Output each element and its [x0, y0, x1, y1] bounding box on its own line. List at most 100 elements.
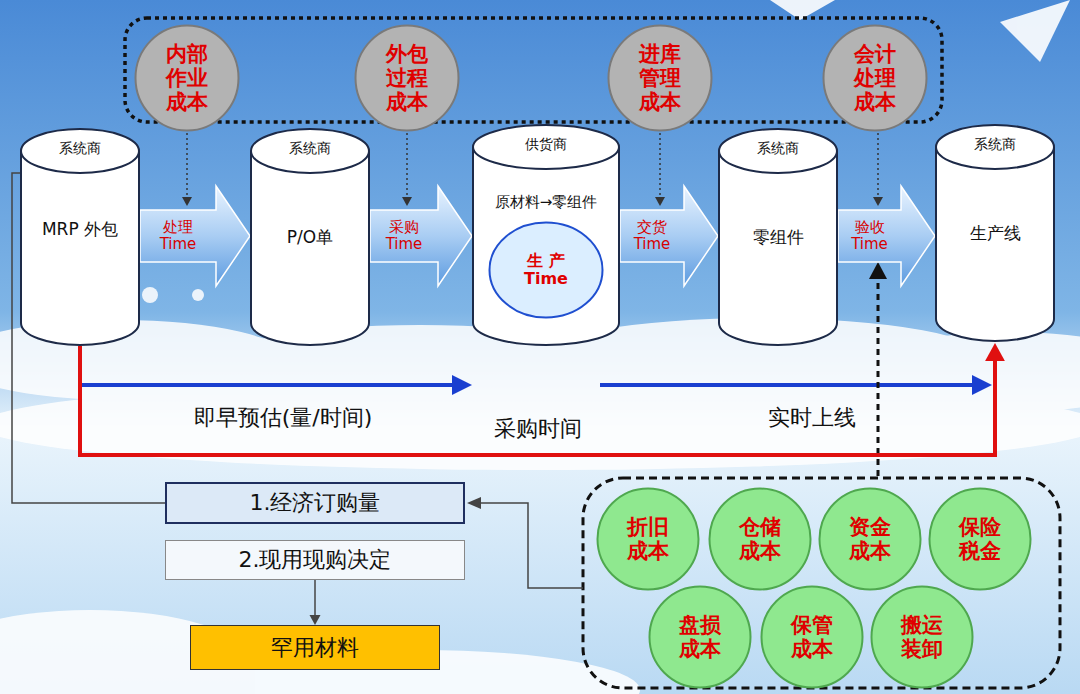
cylinder: 系统商零组件 [718, 128, 838, 346]
block-arrow [620, 186, 718, 286]
cylinder: 供货商原材料→零组件生 产 Time [472, 124, 620, 346]
node-text: 1.经济订购量 [250, 490, 381, 515]
owner-label: 系统商 [718, 140, 838, 156]
dashed-group [125, 18, 942, 122]
cost-circle: 折旧成本 [596, 487, 700, 591]
background-shape [869, 262, 887, 279]
cylinder: 系统商生产线 [935, 124, 1055, 342]
circle-shape [598, 489, 699, 590]
node-text: 生产线 [941, 224, 1049, 244]
circle-shape [820, 489, 921, 590]
node-text: 2.现用现购决定 [239, 547, 392, 572]
node-text: 仓储成本 [737, 515, 783, 563]
background-shape [182, 197, 192, 206]
node-text: 保管成本 [789, 613, 835, 661]
circle-shape [824, 26, 927, 131]
node-text: 罕用材料 [271, 635, 359, 660]
circle-shape [609, 26, 712, 131]
dashed-group [583, 478, 1060, 688]
background-shape [1000, 0, 1070, 62]
arrowhead [985, 343, 1005, 361]
cost-circle: 资金成本 [818, 487, 922, 591]
node-text: 内部作业成本 [164, 42, 210, 114]
cost-circle: 进库管理成本 [607, 24, 713, 132]
background-shape [480, 503, 583, 588]
cylinder: 系统商 P/O单 [250, 128, 370, 346]
background-shape [402, 197, 412, 206]
node-text: P/O单 [256, 228, 364, 248]
node-text: 保险税金 [957, 515, 1003, 563]
circle-shape [710, 489, 811, 590]
background-shape [600, 383, 975, 387]
cylinder-top [251, 129, 369, 173]
decision-box: 2.现用现购决定 [165, 540, 465, 580]
cylinder-body [251, 151, 369, 345]
background-shape [192, 289, 204, 301]
block-arrow [140, 186, 250, 286]
circle-shape [490, 223, 603, 318]
background-shape [877, 133, 879, 198]
cost-circle: 搬运装卸 [870, 585, 974, 689]
cost-circle: 保险税金 [928, 487, 1032, 591]
circle-shape [930, 489, 1031, 590]
background-shape [655, 197, 665, 206]
background-shape [142, 287, 158, 303]
cost-circle: 保管成本 [760, 585, 864, 689]
cylinder-body [473, 147, 619, 345]
owner-label: 系统商 [935, 136, 1055, 152]
edge-label: 处理 Time [155, 219, 201, 254]
cylinder-body [936, 147, 1054, 341]
cost-circle: 仓储成本 [708, 487, 812, 591]
connector [310, 580, 321, 625]
block-arrow [370, 186, 472, 286]
cost-circle: 会计处理成本 [822, 24, 928, 132]
background-shape [80, 383, 455, 387]
feed-line [467, 497, 583, 588]
connector-line [80, 346, 995, 455]
edge-label: 验收 Time [847, 219, 893, 254]
circle-shape [650, 587, 751, 688]
decision-box: 1.经济订购量 [165, 482, 465, 524]
edge-label: 采购时间 [494, 416, 582, 441]
result-box: 罕用材料 [190, 625, 440, 670]
block-arrow [838, 186, 935, 286]
connector [80, 343, 1005, 455]
cost-circle: 外包过程成本 [354, 24, 460, 132]
node-text: 盘损成本 [677, 613, 723, 661]
node-text: 折旧成本 [625, 515, 671, 563]
cost-circle: 盘损成本 [648, 585, 752, 689]
node-text: MRP 外包 [26, 220, 134, 240]
blue-arrow [80, 375, 992, 395]
cylinder-top [473, 125, 619, 169]
block-arrow-shape [838, 186, 935, 286]
process-circle: 生 产 Time [488, 221, 604, 319]
cloud-dots [142, 287, 774, 308]
node-text: 生 产 Time [521, 252, 571, 289]
node-text: 零组件 [724, 228, 832, 248]
owner-label: 系统商 [250, 140, 370, 156]
cylinder-top [21, 129, 139, 173]
node-text: 外包过程成本 [384, 42, 430, 114]
clouds [0, 318, 1080, 694]
background-shape [873, 197, 883, 206]
owner-label: 系统商 [20, 140, 140, 156]
owner-label: 供货商 [472, 136, 620, 152]
cost-circle: 内部作业成本 [134, 24, 240, 132]
flow-label: 即早预估(量/时间) [194, 405, 373, 430]
background-shape [467, 497, 481, 509]
block-arrow-shape [620, 186, 718, 286]
circle-shape [762, 587, 863, 688]
background-shape [972, 375, 992, 395]
arrowhead [310, 615, 321, 625]
background-shape [406, 133, 408, 198]
circle-shape [356, 26, 459, 131]
background-shape [186, 133, 188, 198]
cylinder-body [21, 151, 139, 345]
background-shape [877, 276, 880, 476]
block-arrow-shape [140, 186, 250, 286]
circle-shape [136, 26, 239, 131]
cylinder-top [936, 125, 1054, 169]
node-text: 原材料→零组件 [478, 194, 614, 211]
block-arrow-shape [370, 186, 472, 286]
